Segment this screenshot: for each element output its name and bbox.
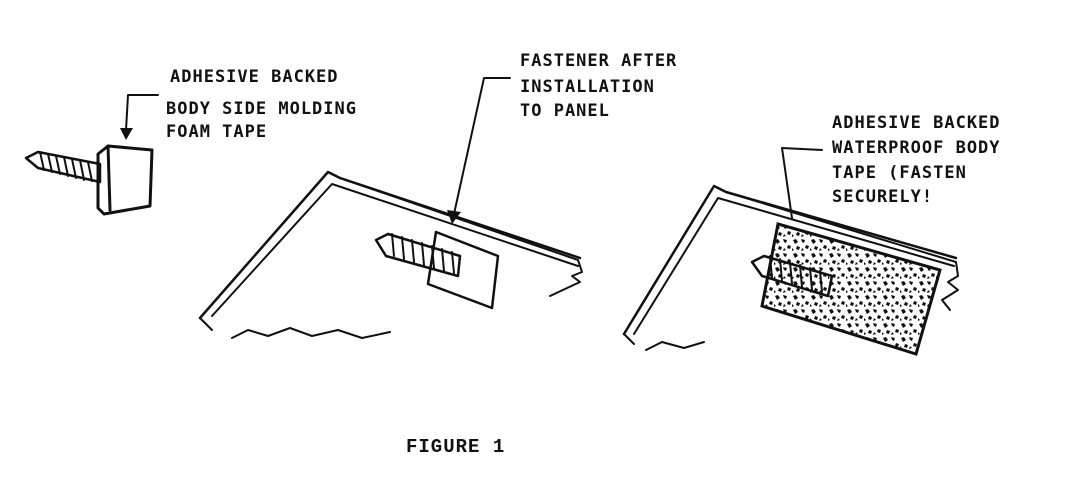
callout-waterproof-line-1: ADHESIVE BACKED — [832, 113, 1001, 133]
callout-foam-tape-line-2: BODY SIDE MOLDING — [166, 99, 357, 119]
foam-tape-square — [96, 144, 154, 216]
callout-fastener-line-3: TO PANEL — [520, 101, 610, 121]
panel-outline-middle — [198, 170, 583, 339]
waterproof-tape-patch — [760, 222, 942, 356]
leader-foam-tape — [120, 94, 159, 140]
fastener-with-foam-tape — [24, 144, 154, 216]
callout-foam-tape-line-3: FOAM TAPE — [166, 122, 267, 142]
installed-tape-square — [426, 230, 500, 310]
callout-waterproof-tape: ADHESIVE BACKED WATERPROOF BODY TAPE (FA… — [832, 113, 1012, 207]
callout-foam-tape-line-1: ADHESIVE BACKED — [170, 67, 339, 87]
panel-with-waterproof-tape — [622, 184, 959, 356]
callout-waterproof-line-3: TAPE (FASTEN — [832, 163, 967, 183]
callout-waterproof-line-4: SECURELY! — [832, 187, 933, 207]
panel-outline-right — [622, 184, 959, 351]
callout-fastener-after: FASTENER AFTER INSTALLATION TO PANEL — [520, 51, 689, 121]
panel-with-fastener — [198, 170, 583, 339]
leader-fastener-after — [447, 77, 511, 224]
figure-caption: FIGURE 1 — [406, 436, 505, 458]
screw-shank-left — [24, 150, 102, 184]
screw-shank-right — [750, 254, 834, 298]
callout-fastener-line-1: FASTENER AFTER — [520, 51, 677, 71]
leader-waterproof-tape — [781, 147, 823, 219]
screw-shank-middle — [374, 232, 462, 278]
callout-fastener-line-2: INSTALLATION — [520, 77, 655, 97]
callout-waterproof-line-2: WATERPROOF BODY — [832, 138, 1001, 158]
callout-foam-tape: ADHESIVE BACKED BODY SIDE MOLDING FOAM T… — [166, 67, 368, 142]
